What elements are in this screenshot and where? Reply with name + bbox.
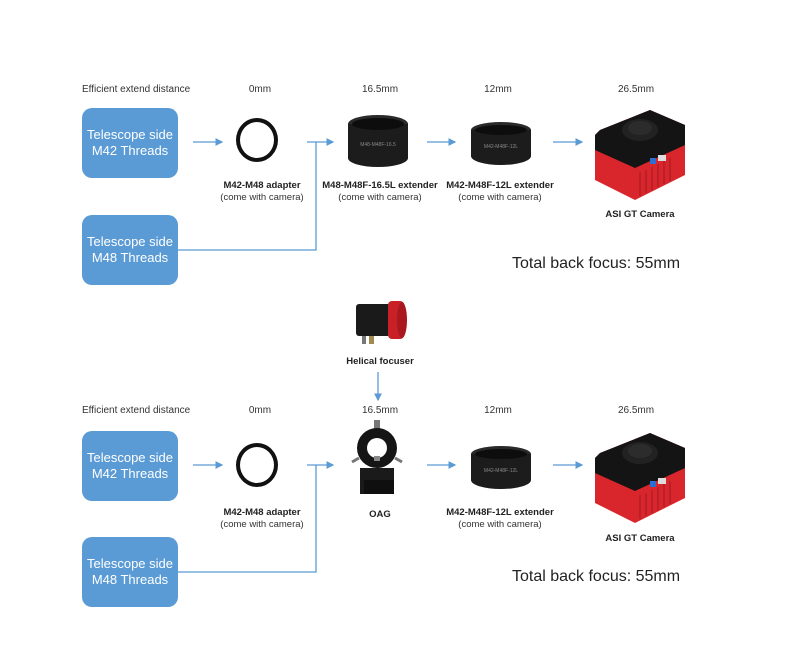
distance-extender-12: 12mm [484, 405, 512, 416]
camera-caption: ASI GT Camera [605, 209, 675, 220]
helical-focuser-caption: Helical focuser [346, 356, 414, 367]
svg-text:M48-M48F-16.5: M48-M48F-16.5 [360, 142, 396, 148]
section-label: Efficient extend distance [82, 405, 191, 416]
adapter-caption: M42-M48 adapter(come with camera) [220, 507, 304, 530]
camera-image [595, 110, 685, 200]
svg-text:M42-M48F-12L: M42-M48F-12L [484, 468, 518, 474]
distance-camera: 26.5mm [617, 84, 655, 95]
extender-16-image: M48-M48F-16.5 [348, 115, 408, 167]
total-back-focus: Total back focus: 55mm [512, 255, 681, 272]
extender-16-caption: M48-M48F-16.5L extender(come with camera… [322, 180, 438, 203]
m48-connector-line [178, 465, 317, 573]
distance-extender-16: 16.5mm [361, 84, 399, 95]
oag-image [351, 420, 403, 494]
camera-caption: ASI GT Camera [605, 533, 675, 544]
extender-12-image: M42-M48F-12L [471, 122, 531, 165]
distance-adapter: 0mm [248, 84, 272, 95]
svg-text:M42-M48F-12L: M42-M48F-12L [484, 144, 518, 150]
oag-caption: OAG [369, 509, 391, 520]
helical-focuser-image [356, 301, 407, 344]
extender-12-image: M42-M48F-12L [471, 446, 531, 489]
distance-extender-12: 12mm [484, 84, 512, 95]
total-back-focus: Total back focus: 55mm [512, 568, 681, 585]
distance-camera: 26.5mm [617, 405, 655, 416]
adapter-ring-image [236, 118, 278, 162]
distance-adapter: 0mm [248, 405, 272, 416]
adapter-caption: M42-M48 adapter(come with camera) [220, 180, 304, 203]
extender-12-caption: M42-M48F-12L extender(come with camera) [446, 180, 554, 203]
m48-connector-line [178, 142, 317, 251]
extender-12-caption: M42-M48F-12L extender(come with camera) [446, 507, 554, 530]
distance-oag: 16.5mm [361, 405, 399, 416]
camera-image [595, 433, 685, 523]
adapter-ring-image [236, 443, 278, 487]
section-label: Efficient extend distance [82, 84, 191, 95]
